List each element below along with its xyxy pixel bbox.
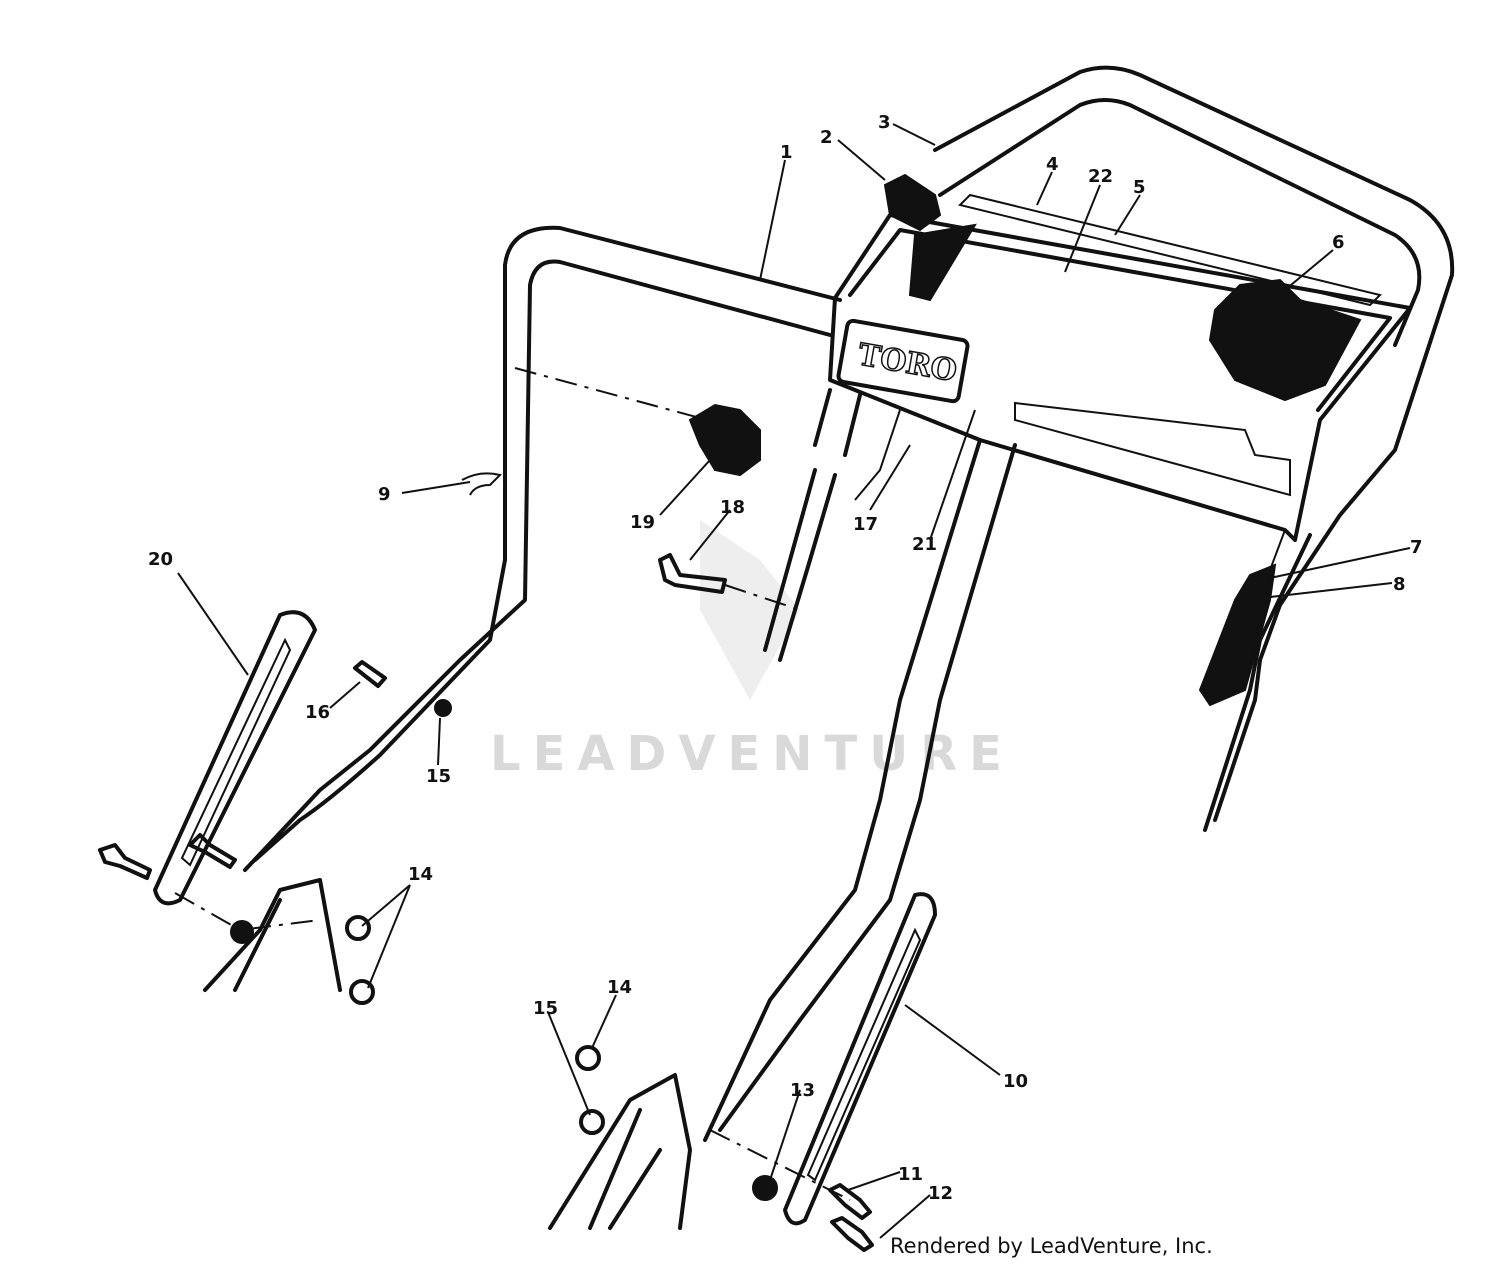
lever-2 bbox=[883, 173, 977, 302]
alignment-line-19 bbox=[514, 367, 701, 419]
svg-text:TORO: TORO bbox=[855, 337, 959, 389]
upper-handle bbox=[933, 65, 1455, 822]
clip-9 bbox=[461, 472, 502, 496]
leader-lines bbox=[177, 123, 1411, 1239]
callout-12: 12 bbox=[928, 1183, 953, 1204]
callout-6: 6 bbox=[1332, 232, 1345, 253]
callout-2: 2 bbox=[820, 127, 833, 148]
center-leg bbox=[703, 438, 982, 1142]
callout-10: 10 bbox=[1003, 1071, 1028, 1092]
callout-15a: 15 bbox=[426, 766, 451, 787]
callout-20: 20 bbox=[148, 549, 173, 570]
cable-spring bbox=[1198, 563, 1277, 707]
link-10 bbox=[783, 892, 937, 1226]
pin-16 bbox=[353, 660, 387, 688]
callout-21: 21 bbox=[912, 534, 937, 555]
nut-14b bbox=[349, 979, 375, 1005]
control-cable bbox=[1269, 529, 1286, 571]
spacer-left bbox=[230, 920, 254, 944]
callout-22: 22 bbox=[1088, 166, 1113, 187]
control-cable-17 bbox=[854, 409, 901, 501]
watermark-text: LEADVENTURE bbox=[490, 726, 1014, 782]
upper-handle-right-leg bbox=[1203, 533, 1312, 832]
spacer-13 bbox=[752, 1175, 778, 1201]
callout-16: 16 bbox=[305, 702, 330, 723]
deck-bracket-left bbox=[203, 878, 342, 992]
nut-15a bbox=[434, 699, 452, 717]
center-leg-inner bbox=[718, 443, 1017, 1132]
watermark-logo bbox=[700, 520, 800, 700]
bolt-12 bbox=[830, 1216, 874, 1252]
callout-18: 18 bbox=[720, 497, 745, 518]
lower-handle bbox=[253, 225, 842, 862]
callout-3: 3 bbox=[878, 112, 891, 133]
upper-handle-inner bbox=[938, 98, 1422, 347]
callout-9: 9 bbox=[378, 484, 391, 505]
callout-1: 1 bbox=[780, 142, 793, 163]
callout-7: 7 bbox=[1410, 537, 1423, 558]
callout-4: 4 bbox=[1046, 154, 1059, 175]
nut-14c bbox=[575, 1045, 601, 1071]
lever-6 bbox=[1208, 278, 1362, 402]
alignment-line-18 bbox=[724, 584, 801, 611]
callout-14b: 14 bbox=[607, 977, 632, 998]
callout-17: 17 bbox=[853, 514, 878, 535]
nut-15b bbox=[579, 1109, 605, 1135]
bolt-11 bbox=[828, 1183, 872, 1220]
control-panel-slot bbox=[1014, 401, 1291, 497]
callout-8: 8 bbox=[1393, 574, 1406, 595]
credit-text: Rendered by LeadVenture, Inc. bbox=[890, 1234, 1213, 1258]
lower-handle-inner bbox=[243, 259, 832, 872]
control-housing bbox=[828, 213, 1412, 542]
alignment-line-right bbox=[709, 1129, 851, 1201]
link-10-slot bbox=[806, 927, 922, 1182]
bolt-18 bbox=[658, 553, 727, 594]
callout-14a: 14 bbox=[408, 864, 433, 885]
bolt-left bbox=[98, 833, 237, 880]
callout-11: 11 bbox=[898, 1164, 923, 1185]
callout-15b: 15 bbox=[533, 998, 558, 1019]
callout-13: 13 bbox=[790, 1080, 815, 1101]
control-panel-top bbox=[848, 228, 1392, 412]
decal-strip bbox=[958, 193, 1382, 307]
link-20-slot bbox=[180, 637, 292, 867]
left-tube-stub bbox=[763, 388, 862, 662]
nut-14a bbox=[345, 915, 371, 941]
callout-5: 5 bbox=[1133, 177, 1146, 198]
deck-bracket-right bbox=[548, 1073, 692, 1230]
link-20 bbox=[153, 610, 317, 906]
knob-19 bbox=[688, 403, 761, 477]
callout-19: 19 bbox=[630, 512, 655, 533]
